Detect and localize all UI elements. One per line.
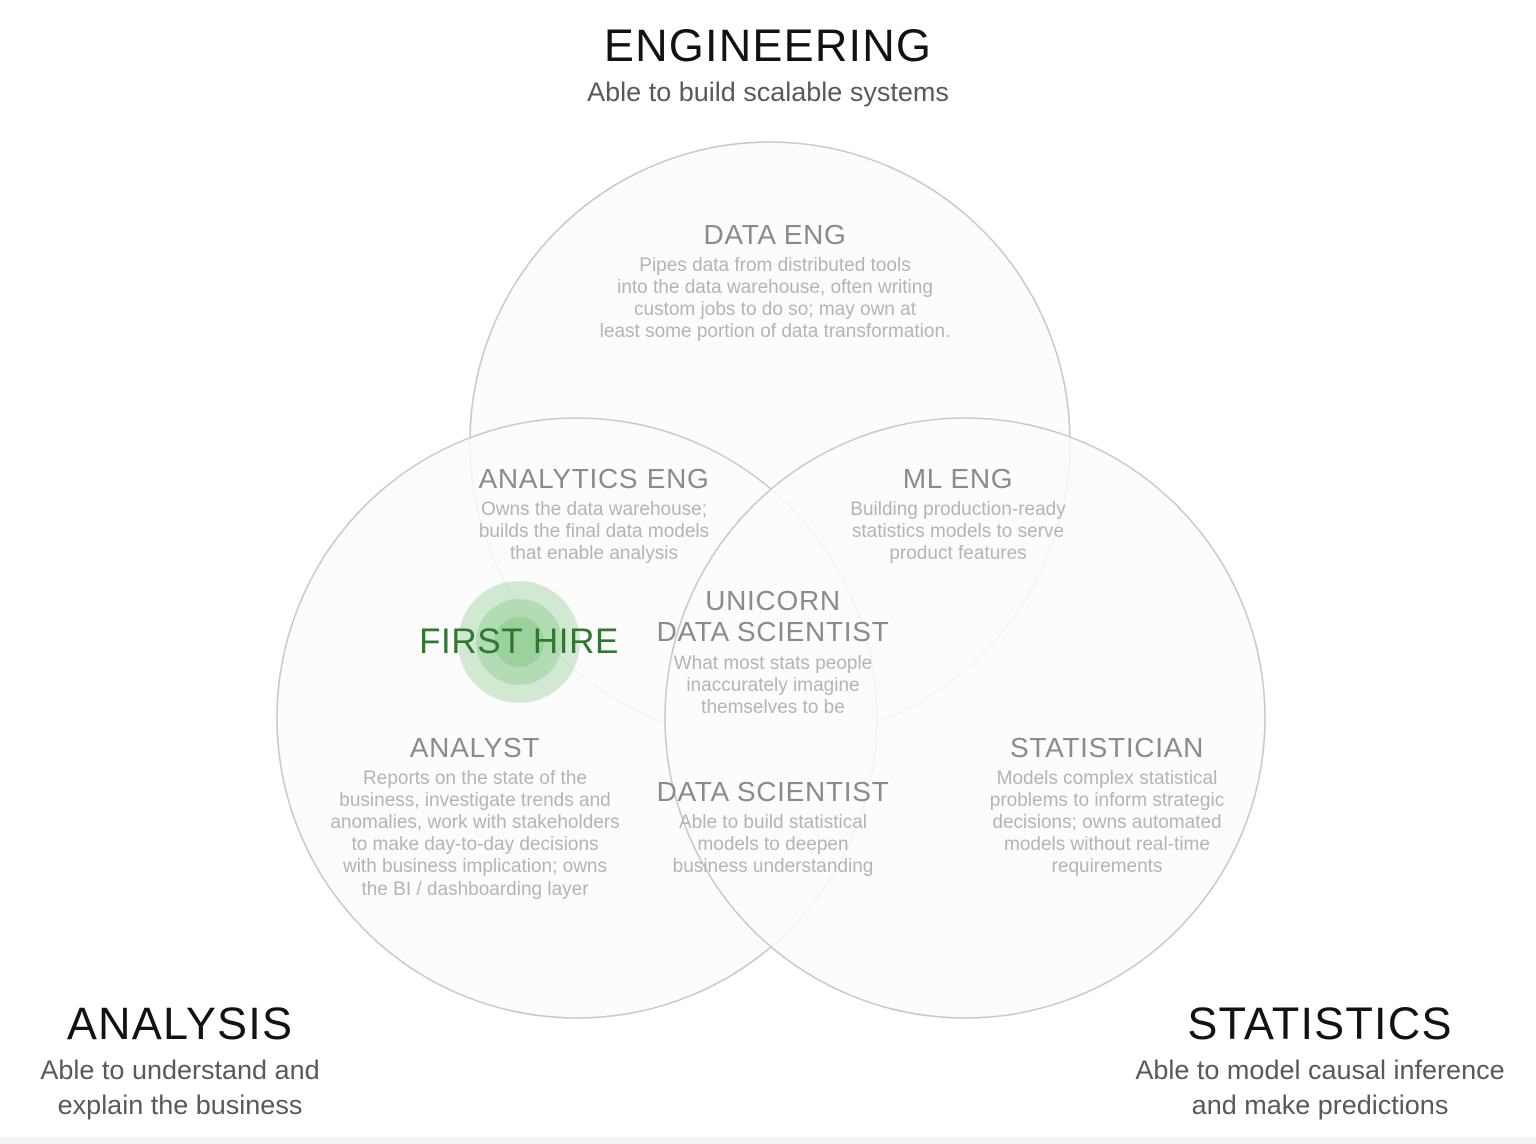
venn-circle-group [276,141,1266,1019]
region-body-line: to make day-to-day decisions [351,834,599,856]
region-body-line: decisions; owns automated [992,812,1222,834]
axis-label-engineering: ENGINEERING Able to build scalable syste… [468,20,1068,110]
region-body-line: with business implication; owns [342,856,607,878]
region-body-line: builds the final data models [478,521,710,543]
axis-subtitle-analysis-line2: explain the business [57,1090,303,1121]
first-hire-label: FIRST HIRE [419,622,619,661]
region-body-line: the BI / dashboarding layer [361,878,589,900]
region-body-line: anomalies, work with stakeholders [330,812,620,834]
first-hire-halo-inner [494,617,544,667]
region-title-statistician: STATISTICIAN [1009,732,1205,763]
region-data-eng: DATA ENG Pipes data from distributed too… [565,219,985,343]
region-body-line: Owns the data warehouse; [480,499,708,521]
axis-label-statistics: STATISTICS Able to model causal inferenc… [1110,998,1530,1124]
first-hire-marker: FIRST HIRE [394,581,644,703]
axis-title-statistics: STATISTICS [1187,998,1453,1049]
axis-subtitle-statistics-line2: and make predictions [1191,1090,1449,1121]
region-body-line: least some portion of data transformatio… [599,321,951,343]
region-body-line: problems to inform strategic [989,790,1225,812]
region-body-line: Building production-ready [850,499,1066,521]
axis-title-engineering: ENGINEERING [603,20,933,71]
region-title-unicorn-line1: UNICORN [705,585,841,616]
region-body-line: themselves to be [701,696,845,718]
axis-subtitle-statistics-line1: Able to model causal inference [1135,1054,1505,1085]
region-data-scientist: DATA SCIENTIST Able to build statistical… [648,776,898,878]
region-body-line: models without real-time [1004,834,1210,856]
region-title-analytics-eng: ANALYTICS ENG [478,463,710,494]
region-body-line: Models complex statistical [996,768,1218,790]
axis-label-analysis: ANALYSIS Able to understand and explain … [0,998,360,1124]
region-body-line: that enable analysis [510,543,678,565]
region-body-line: business understanding [672,856,874,878]
region-body-line: requirements [1051,856,1163,878]
first-hire-halo-outer [458,581,580,703]
region-body-line: business, investigate trends and [339,790,611,812]
region-title-data-scientist: DATA SCIENTIST [656,776,890,807]
region-body-line: Pipes data from distributed tools [639,255,911,277]
region-body-line: Reports on the state of the [363,768,587,790]
region-title-analyst: ANALYST [409,732,541,763]
region-body-line: Able to build statistical [679,812,867,834]
first-hire-halo-middle [476,599,562,685]
region-analytics-eng: ANALYTICS ENG Owns the data warehouse;bu… [455,463,733,565]
axis-title-analysis: ANALYSIS [66,998,294,1049]
region-unicorn-data-scientist: UNICORN DATA SCIENTIST What most stats p… [642,585,904,719]
region-title-data-eng: DATA ENG [703,219,847,250]
axis-subtitle-engineering: Able to build scalable systems [587,76,949,107]
region-body-line: What most stats people [673,652,873,674]
region-body-line: models to deepen [697,834,849,856]
region-body-line: product features [889,543,1027,565]
axis-subtitle-statistics: Able to model causal inference and make … [1110,1053,1530,1124]
region-body-line: custom jobs to do so; may own at [634,299,916,321]
region-body-line: into the data warehouse, often writing [617,277,933,299]
region-body-line: statistics models to serve [851,521,1065,543]
region-body-line: inaccurately imagine [686,674,860,696]
axis-subtitle-analysis: Able to understand and explain the busin… [0,1053,360,1124]
region-body-analytics-eng: Owns the data warehouse;builds the final… [455,499,733,565]
region-title-ml-eng: ML ENG [902,463,1014,494]
circle-statistics [664,417,1266,1019]
axis-subtitle-analysis-line1: Able to understand and [40,1054,320,1085]
region-title-unicorn-line2: DATA SCIENTIST [656,616,890,648]
